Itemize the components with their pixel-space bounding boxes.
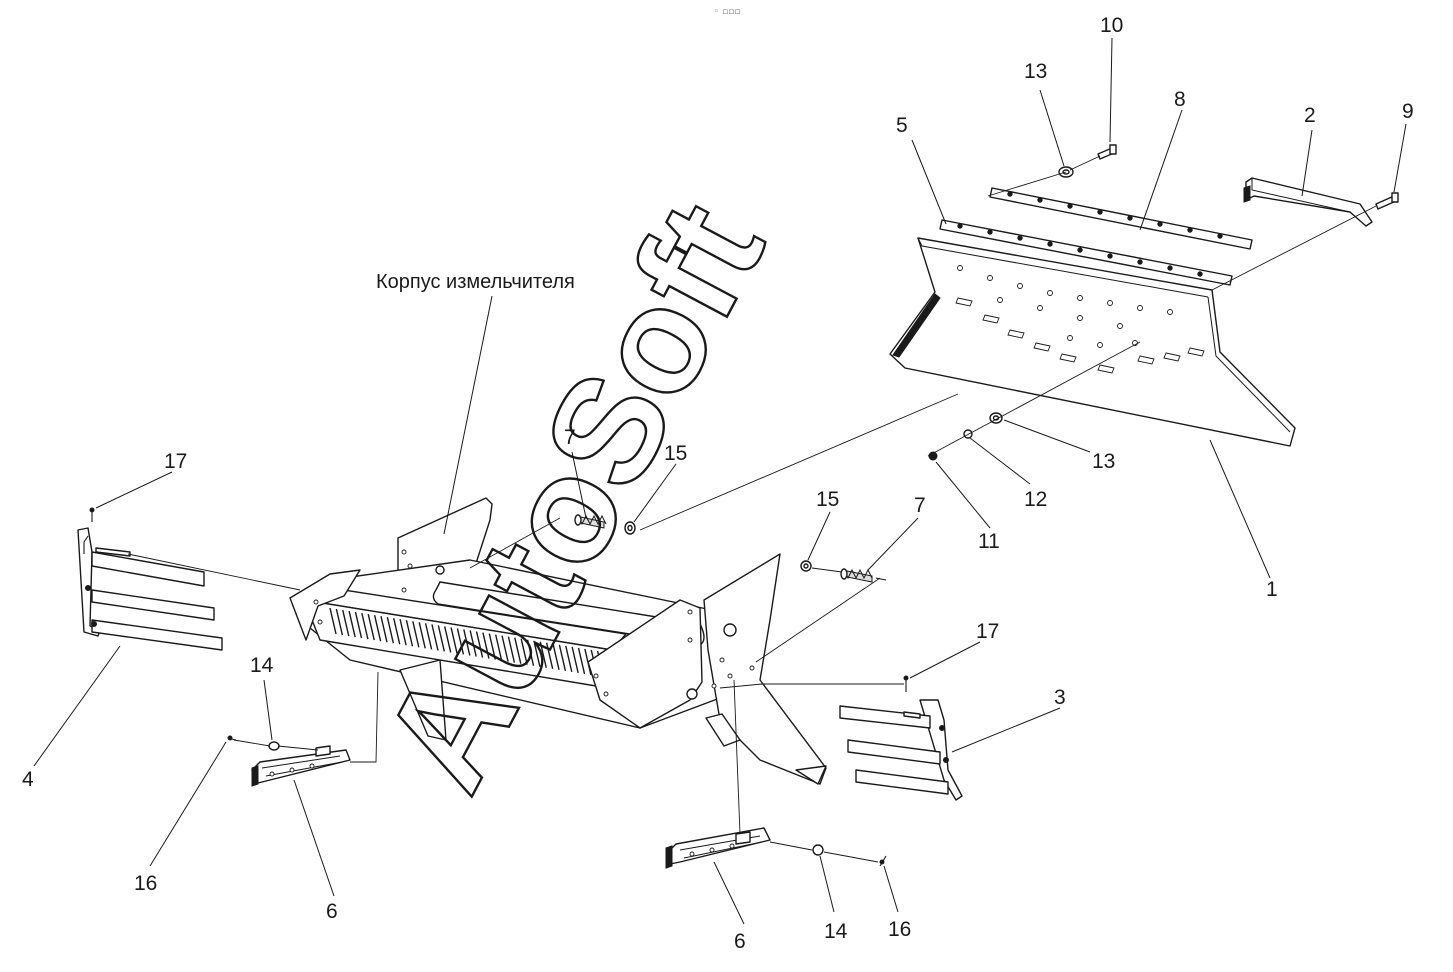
grille-slot bbox=[444, 626, 452, 653]
callout-7-left: 7 bbox=[564, 426, 576, 449]
grille-slot bbox=[552, 643, 560, 670]
callout-1: 1 bbox=[1266, 578, 1278, 601]
grille-slot bbox=[386, 617, 395, 644]
callout-5: 5 bbox=[896, 114, 908, 137]
part-10-bolt bbox=[1097, 144, 1117, 160]
grille-slot bbox=[577, 647, 586, 675]
part-2-bracket bbox=[1243, 177, 1373, 227]
grille-slot bbox=[450, 627, 458, 654]
grille-slot bbox=[571, 646, 579, 674]
callout-7-right: 7 bbox=[914, 494, 926, 517]
grille-slot bbox=[565, 645, 573, 673]
grille-slot bbox=[335, 608, 344, 636]
grille-slot bbox=[342, 609, 350, 637]
callout-17-left: 17 bbox=[164, 450, 187, 473]
assembly-axis-lines bbox=[127, 155, 1377, 863]
part-6-latch-right bbox=[665, 827, 771, 869]
grille-slot bbox=[361, 612, 369, 640]
leader-lines bbox=[33, 37, 1407, 925]
part-7-spring-left bbox=[574, 514, 607, 529]
grille-slot bbox=[475, 631, 484, 658]
grille-slot bbox=[469, 630, 477, 657]
callout-14-left: 14 bbox=[250, 654, 274, 677]
callout-labels: 1 2 3 4 5 6 6 7 7 8 9 10 11 12 13 13 14 … bbox=[22, 14, 1414, 953]
grille-slot bbox=[380, 616, 388, 643]
part-14-washer-left bbox=[268, 741, 280, 751]
callout-6-left: 6 bbox=[326, 900, 338, 923]
callout-14-right: 14 bbox=[824, 920, 848, 943]
part-3-guide-frame bbox=[839, 699, 963, 801]
grille-slot bbox=[558, 644, 567, 671]
part-4-guide-frame bbox=[77, 527, 223, 651]
callout-10: 10 bbox=[1100, 14, 1123, 37]
callout-9: 9 bbox=[1402, 100, 1414, 123]
callout-16-left: 16 bbox=[134, 872, 157, 895]
caption-chopper-housing: Корпус измельчителя bbox=[376, 271, 575, 293]
grille-slot bbox=[412, 621, 420, 648]
grille-slots bbox=[329, 607, 611, 679]
grille-slot bbox=[494, 634, 503, 661]
part-5-strip bbox=[939, 219, 1233, 286]
part-15-washer-right bbox=[800, 560, 812, 572]
housing-holes bbox=[313, 549, 755, 700]
grille-slot bbox=[348, 610, 356, 638]
grille-slot bbox=[373, 615, 382, 642]
callout-17-right: 17 bbox=[976, 620, 999, 643]
grille-slot bbox=[399, 619, 407, 646]
grille-slot bbox=[507, 636, 516, 663]
part-17-pin-left bbox=[89, 507, 95, 522]
callout-8: 8 bbox=[1174, 88, 1186, 111]
callout-2: 2 bbox=[1304, 104, 1316, 127]
strip-5-holes bbox=[957, 223, 1203, 277]
callout-13-top: 13 bbox=[1024, 60, 1047, 83]
grille-slot bbox=[329, 607, 337, 635]
grille-slot bbox=[418, 622, 426, 649]
part-7-spring-right bbox=[840, 568, 873, 583]
callout-16-right: 16 bbox=[888, 918, 911, 941]
grille-slot bbox=[482, 632, 490, 659]
grille-slot bbox=[514, 637, 522, 664]
grille-slot bbox=[393, 618, 401, 645]
chopper-housing bbox=[289, 497, 827, 785]
callout-6-right: 6 bbox=[734, 930, 746, 953]
top-mark: ◦ ▫▫▫ bbox=[714, 7, 740, 17]
part-9-bolt bbox=[1375, 192, 1399, 210]
grille-slot bbox=[533, 640, 541, 667]
grille-slot bbox=[354, 611, 363, 639]
callout-13-bottom: 13 bbox=[1092, 450, 1115, 473]
grille-slot bbox=[520, 638, 528, 665]
grille-slot bbox=[424, 623, 433, 650]
callout-3: 3 bbox=[1054, 686, 1066, 709]
grille-slot bbox=[367, 613, 375, 641]
grille-slot bbox=[545, 642, 554, 669]
grille-slot bbox=[526, 639, 535, 666]
part-1-deflector-plate bbox=[889, 237, 1296, 447]
callout-15-left: 15 bbox=[664, 442, 687, 465]
grille-slot bbox=[463, 629, 471, 656]
part-15-washer-left bbox=[624, 521, 636, 535]
callout-12: 12 bbox=[1024, 488, 1047, 511]
part-6-latch-left bbox=[251, 745, 351, 787]
grille-slot bbox=[488, 633, 496, 660]
callout-15-right: 15 bbox=[816, 488, 839, 511]
grille-slot bbox=[456, 628, 465, 655]
strip-8-holes bbox=[1007, 191, 1223, 239]
callout-4: 4 bbox=[22, 768, 34, 791]
callout-11: 11 bbox=[978, 530, 1000, 553]
part-16-pin-left bbox=[227, 735, 237, 741]
part-8-strip bbox=[989, 187, 1253, 250]
grille-slot bbox=[437, 625, 446, 652]
grille-slot bbox=[539, 641, 547, 668]
grille-slot bbox=[405, 620, 414, 647]
grille-slot bbox=[501, 635, 509, 662]
part-14-washer-right bbox=[812, 844, 824, 856]
grille-slot bbox=[431, 624, 439, 651]
part-16-pin-right bbox=[879, 855, 887, 867]
deflector-slots bbox=[955, 297, 1205, 374]
part-17-pin-right bbox=[903, 675, 909, 692]
deflector-holes bbox=[957, 265, 1173, 348]
